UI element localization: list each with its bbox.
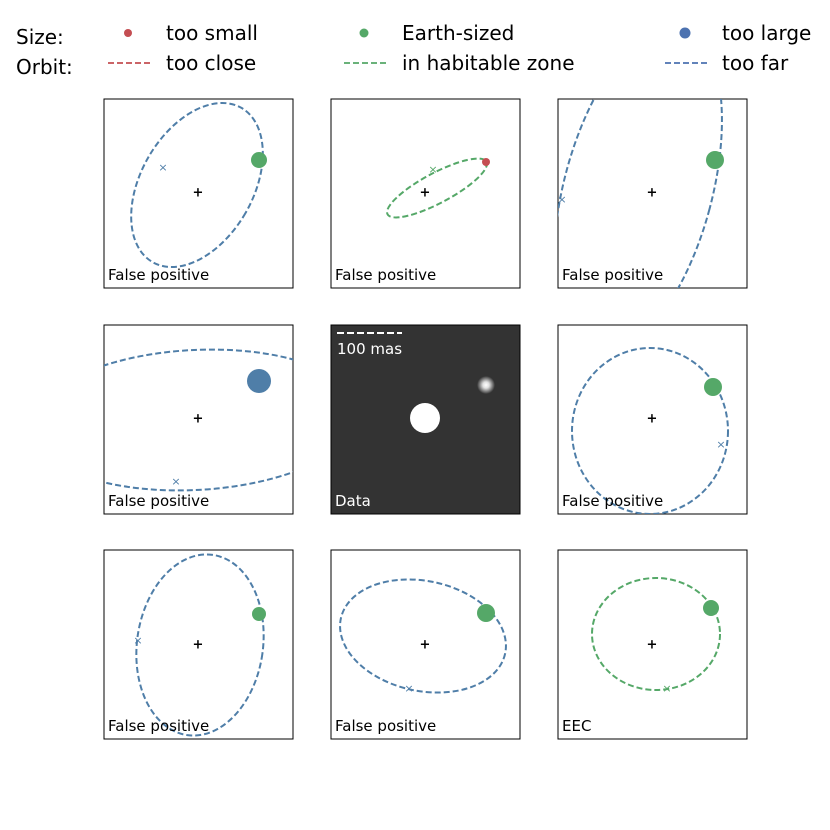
star-marker: + xyxy=(193,638,204,653)
legend-earth-sized-label: Earth-sized xyxy=(402,21,514,45)
planet-marker xyxy=(703,600,719,616)
legend-earth-sized-marker xyxy=(359,28,369,38)
periastron-marker: × xyxy=(428,163,437,176)
panel-5-data: 100 mas Data xyxy=(330,324,521,515)
planet-marker xyxy=(252,607,266,621)
star-marker: + xyxy=(193,412,204,427)
star-marker: + xyxy=(647,638,658,653)
panel-8: × + False positive xyxy=(330,549,521,740)
panel-label: False positive xyxy=(108,266,209,284)
panel-label: False positive xyxy=(562,266,663,284)
periastron-marker: × xyxy=(557,193,566,206)
star-marker: + xyxy=(193,186,204,201)
legend-too-large-marker xyxy=(679,27,691,39)
panel-label: False positive xyxy=(335,266,436,284)
star-marker: + xyxy=(647,186,658,201)
panel-2: × + False positive xyxy=(330,98,521,289)
orbit-path xyxy=(591,577,721,691)
panel-label: False positive xyxy=(335,717,436,735)
panel-3: × + False positive xyxy=(557,98,748,289)
legend-orbit-header: Orbit: xyxy=(16,55,73,79)
orbit-path xyxy=(130,101,264,269)
panel-label: EEC xyxy=(562,717,591,735)
planet-marker xyxy=(477,604,495,622)
panel-label: False positive xyxy=(108,492,209,510)
panel-label: False positive xyxy=(562,492,663,510)
orbit-path xyxy=(135,553,265,737)
panel-frame xyxy=(557,324,748,515)
planet-blob xyxy=(477,376,495,394)
panel-label: False positive xyxy=(108,717,209,735)
orbit-path xyxy=(339,578,507,694)
panel-frame xyxy=(103,324,294,515)
periastron-marker: × xyxy=(158,161,167,174)
panel-frame xyxy=(330,549,521,740)
star-blob xyxy=(410,403,440,433)
periastron-marker: × xyxy=(662,682,671,695)
legend-habitable-label: in habitable zone xyxy=(402,51,575,75)
planet-marker xyxy=(247,369,271,393)
orbit-path xyxy=(558,99,723,288)
panel-4: × + False positive xyxy=(103,324,294,515)
panel-frame xyxy=(557,549,748,740)
star-marker: + xyxy=(420,638,431,653)
star-marker: + xyxy=(647,412,658,427)
panel-frame xyxy=(330,98,521,289)
panel-frame xyxy=(103,549,294,740)
scale-bar-label: 100 mas xyxy=(337,340,402,358)
planet-marker xyxy=(704,378,722,396)
periastron-marker: × xyxy=(404,682,413,695)
orbit-path xyxy=(104,348,293,492)
planet-marker xyxy=(251,152,267,168)
planet-marker xyxy=(706,151,724,169)
orbit-path xyxy=(571,347,729,514)
legend: Size: Orbit: too small too close Earth-s… xyxy=(16,21,811,79)
panel-frame xyxy=(103,98,294,289)
panel-label: Data xyxy=(335,492,371,510)
legend-too-far-label: too far xyxy=(722,51,789,75)
legend-too-large-label: too large xyxy=(722,21,811,45)
panel-1: × + False positive xyxy=(103,98,294,289)
legend-too-small-label: too small xyxy=(166,21,258,45)
periastron-marker: × xyxy=(716,438,725,451)
planet-marker xyxy=(482,158,490,166)
panel-7: × + False positive xyxy=(103,549,294,740)
star-marker: + xyxy=(420,186,431,201)
legend-too-close-label: too close xyxy=(166,51,256,75)
periastron-marker: × xyxy=(171,475,180,488)
legend-too-small-marker xyxy=(124,29,132,37)
panel-6: × + False positive xyxy=(557,324,748,515)
legend-size-header: Size: xyxy=(16,25,64,49)
panel-frame xyxy=(557,98,748,289)
periastron-marker: × xyxy=(133,634,142,647)
panel-9: × + EEC xyxy=(557,549,748,740)
